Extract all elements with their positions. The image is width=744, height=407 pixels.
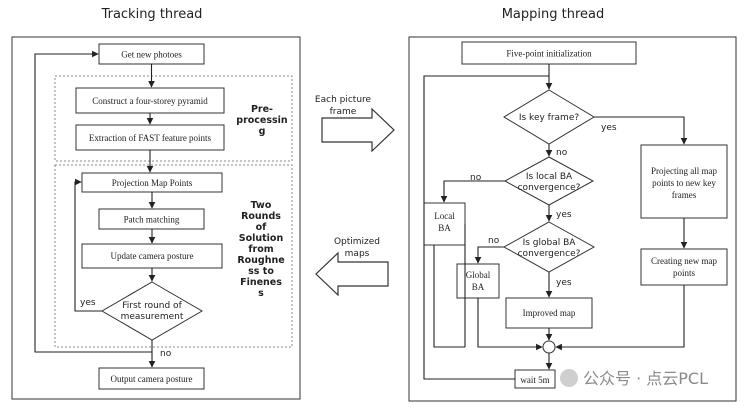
preprocessing-line-3: g	[259, 126, 266, 137]
junction-circle	[542, 340, 556, 354]
tracking-yes-label: yes	[80, 298, 96, 308]
first-round-line-2: measurement	[121, 312, 184, 322]
global-ba-line-2: BA	[472, 282, 485, 292]
two-rounds-line-8: Finenes	[240, 277, 282, 288]
is-local-ba-line-2: convergence?	[518, 183, 581, 193]
five-point-label: Five-point initialization	[506, 49, 592, 59]
creating-line-1: Creating new map	[651, 256, 717, 266]
two-rounds-line-1: Two	[251, 200, 272, 211]
tracking-no-label: no	[160, 349, 172, 359]
creating-line-2: points	[673, 268, 696, 278]
construct-pyramid-label: Construct a four-storey pyramid	[92, 96, 208, 106]
watermark: 公众号 · 点云PCL	[560, 369, 708, 388]
each-picture-line-1: Each picture	[315, 95, 372, 105]
two-rounds-line-6: Roughne	[237, 255, 284, 266]
projecting-line-3: frames	[672, 190, 697, 200]
no-global-label: no	[488, 236, 500, 246]
local-ba-line-2: BA	[438, 223, 451, 233]
solution-group	[54, 164, 293, 348]
patch-matching-label: Patch matching	[124, 215, 180, 225]
yes-local-label: yes	[556, 210, 572, 220]
first-round-line-1: First round of	[122, 301, 182, 311]
tracking-connectors	[34, 50, 156, 368]
construct-pyramid-box	[75, 87, 225, 114]
is-local-ba-line-1: Is local BA	[526, 172, 573, 182]
wait-label: wait 5m	[520, 375, 549, 385]
improved-map-label: Improved map	[523, 308, 576, 318]
creating-box	[640, 248, 728, 286]
left-arrow-shape	[315, 251, 389, 297]
projecting-line-1: Projecting all map	[651, 166, 717, 176]
two-rounds-line-5: from	[248, 244, 273, 255]
local-ba-line-1: Local	[434, 211, 455, 221]
projecting-box	[640, 144, 728, 219]
extract-fast-box	[75, 124, 225, 151]
is-global-ba-line-1: Is global BA	[523, 238, 577, 248]
two-rounds-line-7: ss to	[248, 266, 274, 277]
right-arrow-shape	[321, 107, 395, 153]
first-round-diamond	[101, 281, 203, 341]
output-pose-label: Output camera posture	[111, 374, 193, 384]
is-global-ba-line-2: convergence?	[518, 249, 581, 259]
watermark-logo-icon	[560, 369, 578, 387]
projecting-line-2: points to new key	[652, 178, 716, 188]
optimized-line-2: maps	[345, 249, 370, 259]
global-ba-line-1: Global	[466, 270, 491, 280]
optimized-line-1: Optimized	[334, 237, 380, 247]
preprocessing-group	[54, 75, 293, 162]
no-local-label: no	[470, 173, 482, 183]
preprocessing-line-1: Pre-	[251, 104, 273, 115]
extract-fast-label: Extraction of FAST feature points	[89, 133, 212, 143]
is-key-frame-label: Is key frame?	[519, 113, 580, 123]
preprocessing-line-2: processin	[236, 115, 288, 126]
no-key-label: no	[556, 148, 568, 158]
output-pose-box	[98, 367, 205, 390]
mapping-frame	[408, 36, 737, 402]
two-rounds-line-2: Rounds	[241, 211, 281, 222]
yes-key-label: yes	[601, 123, 617, 133]
two-rounds-line-9: s	[258, 288, 264, 299]
yes-global-label: yes	[556, 278, 572, 288]
get-new-photos-label: Get new photoes	[121, 50, 182, 60]
watermark-text: 公众号 · 点云PCL	[583, 369, 708, 388]
each-picture-line-2: frame	[330, 107, 357, 117]
improved-map-box	[505, 297, 593, 329]
mapping-title: Mapping thread	[502, 7, 605, 22]
tracking-title: Tracking thread	[101, 7, 203, 22]
update-pose-label: Update camera posture	[111, 251, 194, 261]
projection-label: Projection Map Points	[112, 178, 193, 188]
tracking-frame	[11, 36, 301, 400]
two-rounds-line-4: Solution	[239, 233, 284, 244]
mapping-connectors	[423, 64, 688, 380]
two-rounds-line-3: of	[256, 222, 268, 233]
